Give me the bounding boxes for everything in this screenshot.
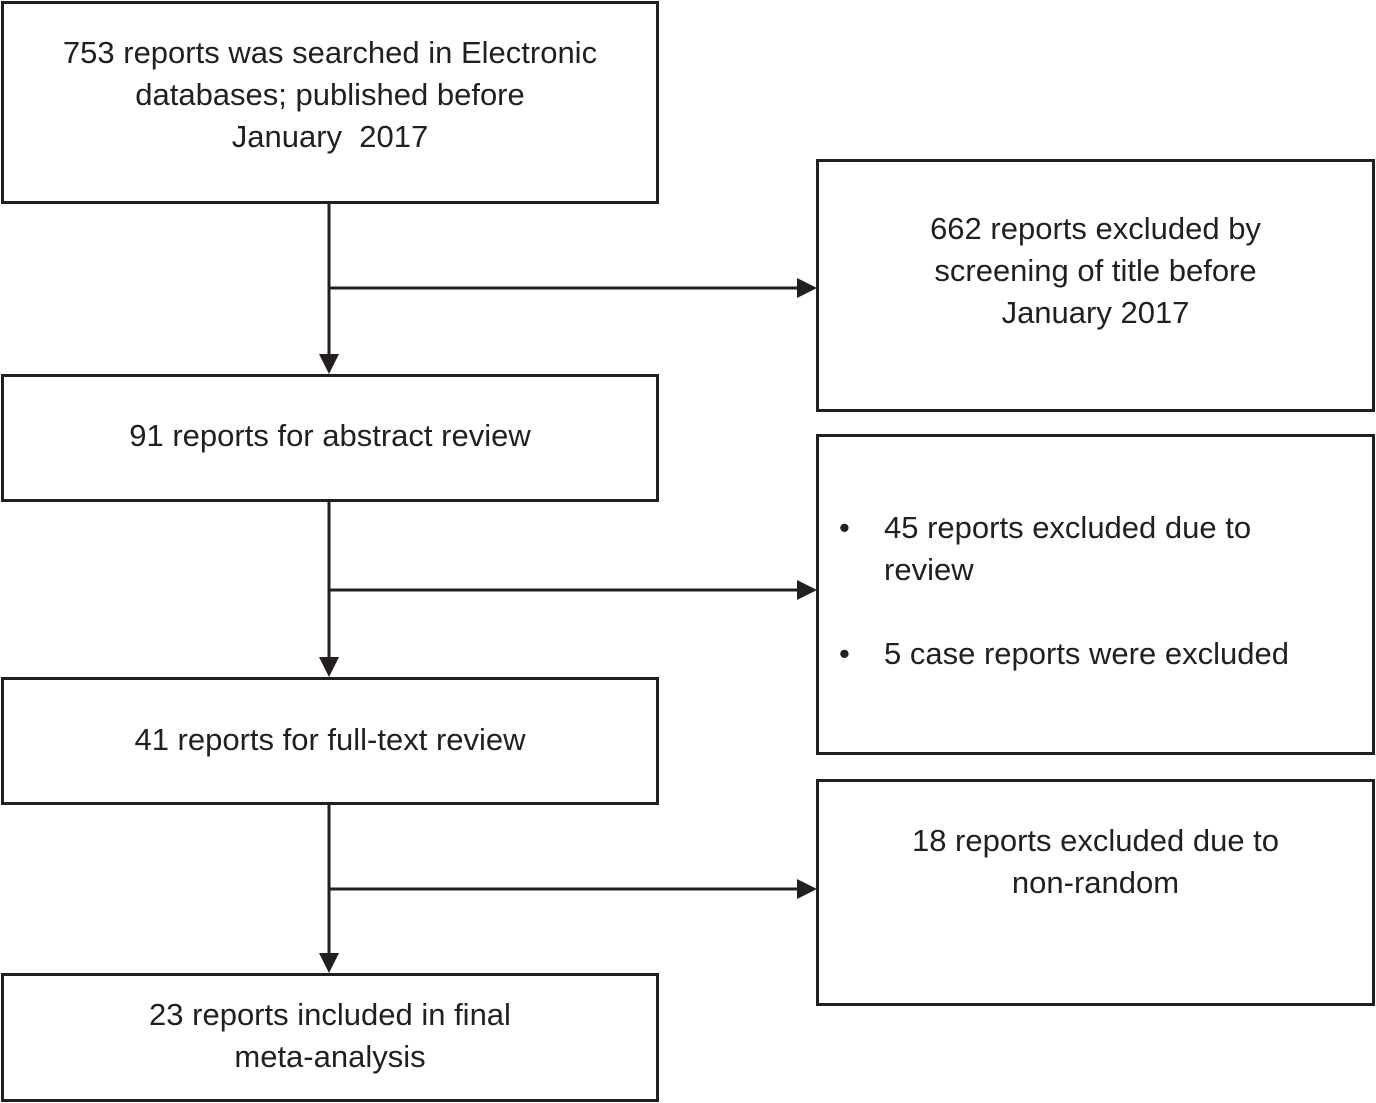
bullet-line: 5 case reports were excluded — [884, 636, 1289, 671]
title-exclusion-line: 662 reports excluded by — [930, 210, 1261, 246]
bullet-icon: • — [839, 510, 850, 545]
fulltext-exclusion-box: 18 reports excluded due to non-random — [816, 779, 1375, 1006]
included-box: 23 reports included in final meta-analys… — [1, 973, 659, 1102]
fulltext-exclusion-line: 18 reports excluded due to — [911, 822, 1280, 858]
arrowhead-right-3 — [797, 879, 817, 899]
identification-line: January 2017 — [231, 118, 429, 154]
bullet-icon: • — [839, 636, 850, 671]
title-exclusion-box: 662 reports excluded by screening of tit… — [816, 159, 1375, 412]
fulltext-exclusion-line: non-random — [1011, 864, 1180, 900]
included-line: 23 reports included in final — [149, 996, 511, 1032]
exclusion-bullet-item: • 45 reports excluded due to review — [839, 507, 1251, 591]
identification-box: 753 reports was searched in Electronic d… — [1, 1, 659, 204]
arrowhead-right-1 — [797, 278, 817, 298]
title-exclusion-line: January 2017 — [1001, 294, 1190, 330]
arrowhead-down-2 — [319, 657, 339, 677]
included-line: meta-analysis — [234, 1038, 426, 1074]
abstract-review-line: 91 reports for abstract review — [129, 418, 531, 453]
arrowhead-right-2 — [797, 580, 817, 600]
fulltext-review-line: 41 reports for full-text review — [134, 722, 526, 757]
arrowhead-down-1 — [319, 354, 339, 374]
identification-line: databases; published before — [135, 76, 525, 112]
exclusion-bullet-item: • 5 case reports were excluded — [839, 633, 1289, 675]
bullet-line: 45 reports excluded due to — [884, 510, 1252, 545]
abstract-review-box: 91 reports for abstract review — [1, 374, 659, 502]
identification-line: 753 reports was searched in Electronic — [62, 34, 598, 70]
abstract-exclusion-box: • 45 reports excluded due to review • 5 … — [816, 434, 1375, 755]
bullet-line: review — [884, 552, 974, 587]
arrowhead-down-3 — [319, 953, 339, 973]
title-exclusion-line: screening of title before — [934, 252, 1257, 288]
fulltext-review-box: 41 reports for full-text review — [1, 677, 659, 805]
